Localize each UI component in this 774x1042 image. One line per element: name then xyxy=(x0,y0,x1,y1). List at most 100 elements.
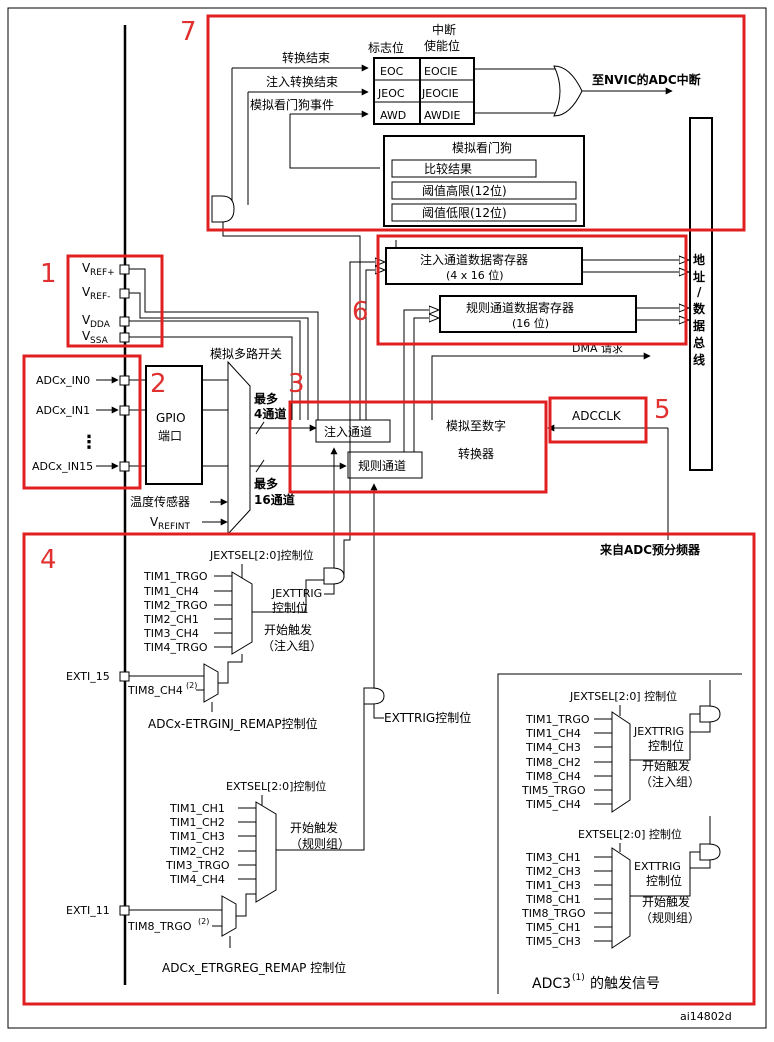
max4-a: 最多 xyxy=(254,391,278,406)
region-7-box xyxy=(206,14,746,232)
adc3-reg-and-gate xyxy=(699,843,721,861)
region-7-number: 7 xyxy=(180,17,197,47)
reg-channel: 规则通道 xyxy=(358,458,406,473)
svg-text:TIM8_CH4: TIM8_CH4 xyxy=(525,770,581,783)
region-6-box xyxy=(376,234,688,346)
svg-text:TIM8_CH1: TIM8_CH1 xyxy=(525,893,581,906)
region-5-number: 5 xyxy=(654,395,671,425)
adc3-reg-exttrig-2: 控制位 xyxy=(646,873,682,888)
svg-text:SSA: SSA xyxy=(90,336,109,346)
reg-start-1: 开始触发 xyxy=(290,820,338,835)
region-1-number: 1 xyxy=(40,259,57,289)
reg-trigger-mux xyxy=(255,801,277,903)
signal-inj-end: 注入转换结束 xyxy=(266,74,338,89)
reg-register-size: (16 位) xyxy=(512,316,549,330)
inj-trigger-mux xyxy=(231,571,253,655)
svg-text:TIM2_CH3: TIM2_CH3 xyxy=(525,865,581,878)
enable-header-1: 中断 xyxy=(432,22,456,37)
gpio-line1: GPIO xyxy=(156,411,186,425)
inj-remap-mux xyxy=(203,663,219,703)
adc3-panel xyxy=(497,673,742,994)
svg-text:TIM8_TRGO: TIM8_TRGO xyxy=(521,907,586,920)
region-4-box xyxy=(22,532,756,1006)
vrefint-main: V xyxy=(150,515,159,529)
adc3-inj-start-2: （注入组） xyxy=(640,774,700,789)
svg-text:DDA: DDA xyxy=(90,320,111,330)
svg-text:TIM1_CH4: TIM1_CH4 xyxy=(525,727,581,740)
signal-conv-end: 转换结束 xyxy=(282,50,330,65)
svg-text:V: V xyxy=(82,285,91,299)
svg-text:地: 地 xyxy=(693,252,705,267)
svg-text:TIM5_CH4: TIM5_CH4 xyxy=(525,798,581,811)
svg-text:总: 总 xyxy=(693,335,705,350)
adc3-inj-and-gate xyxy=(699,705,721,723)
svg-text:V: V xyxy=(82,329,91,343)
input-ellipsis: ⋮ xyxy=(80,432,98,453)
region-3-box xyxy=(288,400,548,494)
svg-text:TIM1_CH1: TIM1_CH1 xyxy=(169,802,225,815)
adc3-reg-sources: TIM3_CH1 TIM2_CH3 TIM1_CH3 TIM8_CH1 TIM8… xyxy=(521,851,586,948)
inj-register-name: 注入通道数据寄存器 xyxy=(420,252,528,267)
enable-awdie: AWDIE xyxy=(424,109,461,122)
enable-jeocie: JEOCIE xyxy=(421,87,459,100)
svg-text:TIM4_CH3: TIM4_CH3 xyxy=(525,741,581,754)
reg-tim8-note: (2) xyxy=(198,917,209,926)
mux-title: 模拟多路开关 xyxy=(210,346,282,361)
svg-text:TIM1_TRGO: TIM1_TRGO xyxy=(525,713,590,726)
reg-tim8: TIM8_TRGO xyxy=(127,920,192,933)
power-pins: V REF+ V REF- V DDA V SSA xyxy=(82,261,115,346)
flag-box xyxy=(373,57,421,125)
max4-b: 4通道 xyxy=(254,406,286,421)
region-1-box xyxy=(66,254,164,348)
svg-text:据: 据 xyxy=(693,318,705,333)
max16-a: 最多 xyxy=(254,476,278,491)
svg-text:TIM1_CH3: TIM1_CH3 xyxy=(169,830,225,843)
adc3-caption-pre: ADC3 xyxy=(532,976,571,992)
input-in15: ADCx_IN15 xyxy=(32,460,93,473)
watchdog-title: 模拟看门狗 xyxy=(452,140,512,155)
flag-eoc: EOC xyxy=(380,65,404,78)
svg-text:V: V xyxy=(82,313,91,327)
gpio-port xyxy=(145,365,203,485)
adc3-reg-start-2: （规则组） xyxy=(640,910,700,925)
svg-text:TIM5_CH3: TIM5_CH3 xyxy=(525,935,581,948)
inj-data-register xyxy=(385,247,583,285)
region-5-box xyxy=(548,396,648,444)
inj-sources: TIM1_TRGO TIM1_CH4 TIM2_TRGO TIM2_CH1 TI… xyxy=(143,570,208,654)
svg-text:REF+: REF+ xyxy=(90,268,115,278)
adc3-caption-post: 的触发信号 xyxy=(590,976,660,992)
adc3-reg-ctrl: EXTSEL[2:0] 控制位 xyxy=(578,827,682,841)
bus-label: 地 址 / 数 据 总 线 xyxy=(693,252,706,367)
nvic-label: 至NVIC的ADC中断 xyxy=(592,72,701,87)
svg-text:TIM3_CH4: TIM3_CH4 xyxy=(143,627,199,640)
reg-sources: TIM1_CH1 TIM1_CH2 TIM1_CH3 TIM2_CH2 TIM3… xyxy=(165,802,230,886)
svg-text:TIM5_CH1: TIM5_CH1 xyxy=(525,921,581,934)
reg-start-2: （规则组） xyxy=(290,836,350,851)
adc3-inj-start-1: 开始触发 xyxy=(642,758,690,773)
adc3-inj-jextrig-2: 控制位 xyxy=(648,738,684,753)
enable-box xyxy=(419,57,475,125)
svg-text:TIM8_CH2: TIM8_CH2 xyxy=(525,756,581,769)
figure-id: ai14802d xyxy=(680,1010,732,1023)
converter-title-2: 转换器 xyxy=(458,446,494,461)
converter-title-1: 模拟至数字 xyxy=(446,418,506,433)
svg-text:线: 线 xyxy=(693,352,705,367)
svg-text:TIM1_CH4: TIM1_CH4 xyxy=(143,585,199,598)
flag-jeoc: JEOC xyxy=(377,87,405,100)
adc3-inj-sources: TIM1_TRGO TIM1_CH4 TIM4_CH3 TIM8_CH2 TIM… xyxy=(521,713,590,811)
adc3-reg-start-1: 开始触发 xyxy=(642,894,690,909)
region-2-box xyxy=(22,354,142,490)
svg-text:TIM2_CH1: TIM2_CH1 xyxy=(143,613,199,626)
svg-text:TIM4_CH4: TIM4_CH4 xyxy=(169,873,225,886)
adcclk: ADCCLK xyxy=(572,409,622,423)
flag-awd: AWD xyxy=(380,109,406,122)
inj-exti: EXTI_15 xyxy=(66,670,110,683)
max16-b: 16通道 xyxy=(254,492,295,507)
svg-text:V: V xyxy=(82,261,91,275)
reg-data-register xyxy=(439,295,637,333)
region-6-number: 6 xyxy=(352,297,369,327)
or-gate xyxy=(553,65,583,117)
inj-jextrig-2: 控制位 xyxy=(272,600,308,615)
